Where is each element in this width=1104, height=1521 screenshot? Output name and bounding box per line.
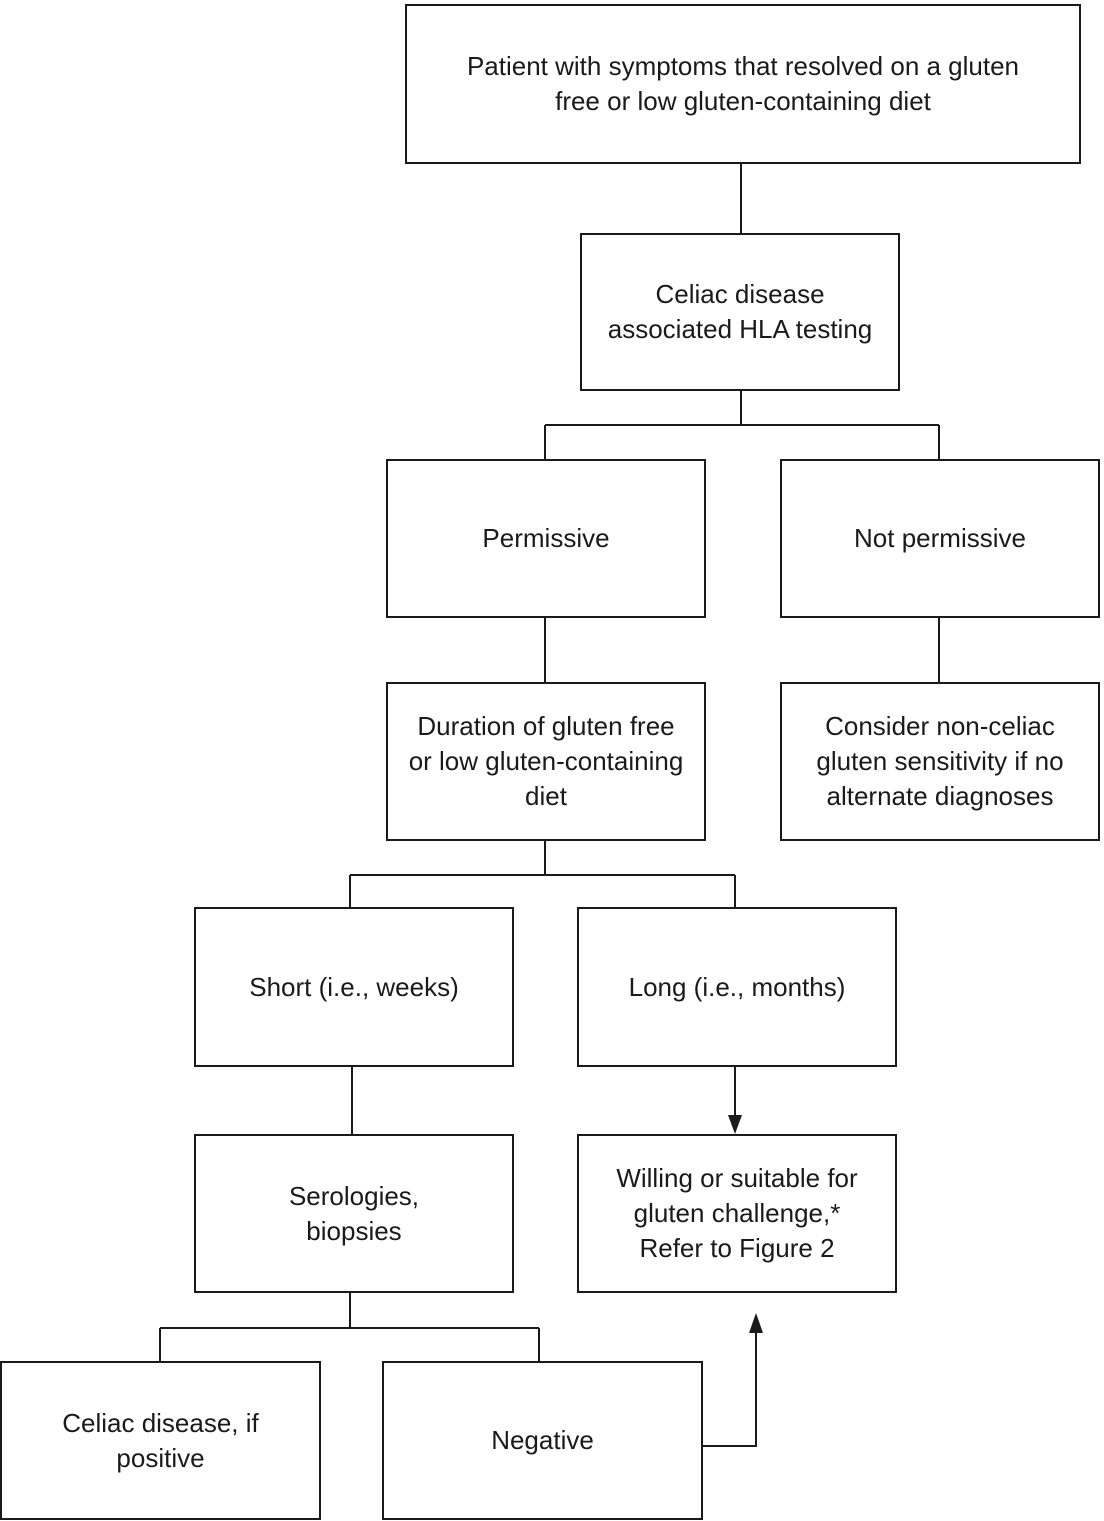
gluten-challenge-text-line-1: Willing or suitable for — [616, 1163, 858, 1193]
arrowhead-negative-to-challenge — [749, 1313, 763, 1333]
ncgs-box: Consider non-celiac gluten sensitivity i… — [780, 682, 1100, 841]
hla-testing-box: Celiac disease associated HLA testing — [580, 233, 900, 391]
short-duration-box: Short (i.e., weeks) — [194, 907, 514, 1067]
duration-text-line-3: diet — [525, 781, 567, 811]
hla-testing-text-line-1: Celiac disease — [655, 279, 825, 309]
serologies-text-line-1: Serologies, — [288, 1180, 420, 1211]
ncgs-text-line-2: gluten sensitivity if no — [816, 746, 1064, 776]
serologies-text-line-2: biopsies — [306, 1215, 402, 1246]
celiac-positive-text-line-1: Celiac disease, if — [62, 1407, 259, 1438]
not-permissive-text: Not permissive — [854, 523, 1026, 553]
serologies-box: Serologies, biopsies — [194, 1134, 514, 1293]
negative-text: Negative — [491, 1425, 594, 1455]
celiac-positive-text-line-2: positive — [116, 1442, 205, 1473]
permissive-box: Permissive — [386, 459, 706, 618]
gluten-challenge-text-line-3: Refer to Figure 2 — [639, 1233, 835, 1263]
duration-text-line-2: or low gluten-containing — [408, 746, 684, 776]
long-duration-box: Long (i.e., months) — [577, 907, 897, 1067]
not-permissive-box: Not permissive — [780, 459, 1100, 618]
ncgs-text-line-1: Consider non-celiac — [825, 711, 1055, 741]
gluten-challenge-text-line-2: gluten challenge,* — [633, 1198, 841, 1228]
negative-box: Negative — [382, 1361, 703, 1520]
permissive-text: Permissive — [482, 523, 610, 553]
duration-text-line-1: Duration of gluten free — [417, 711, 675, 741]
start-text-line-1: Patient with symptoms that resolved on a… — [466, 51, 1020, 81]
arrowhead-long-to-challenge — [728, 1115, 742, 1134]
hla-testing-text-line-2: associated HLA testing — [607, 314, 873, 344]
gluten-challenge-box: Willing or suitable for gluten challenge… — [577, 1134, 897, 1293]
ncgs-text-line-3: alternate diagnoses — [826, 781, 1054, 811]
duration-box: Duration of gluten free or low gluten-co… — [386, 682, 706, 841]
long-duration-text: Long (i.e., months) — [628, 971, 846, 1002]
start-text-line-2: free or low gluten-containing diet — [555, 86, 931, 116]
start-box: Patient with symptoms that resolved on a… — [405, 4, 1081, 164]
connector-negative-to-challenge — [702, 1330, 757, 1447]
short-duration-text: Short (i.e., weeks) — [249, 971, 459, 1002]
celiac-positive-box: Celiac disease, if positive — [0, 1361, 321, 1520]
